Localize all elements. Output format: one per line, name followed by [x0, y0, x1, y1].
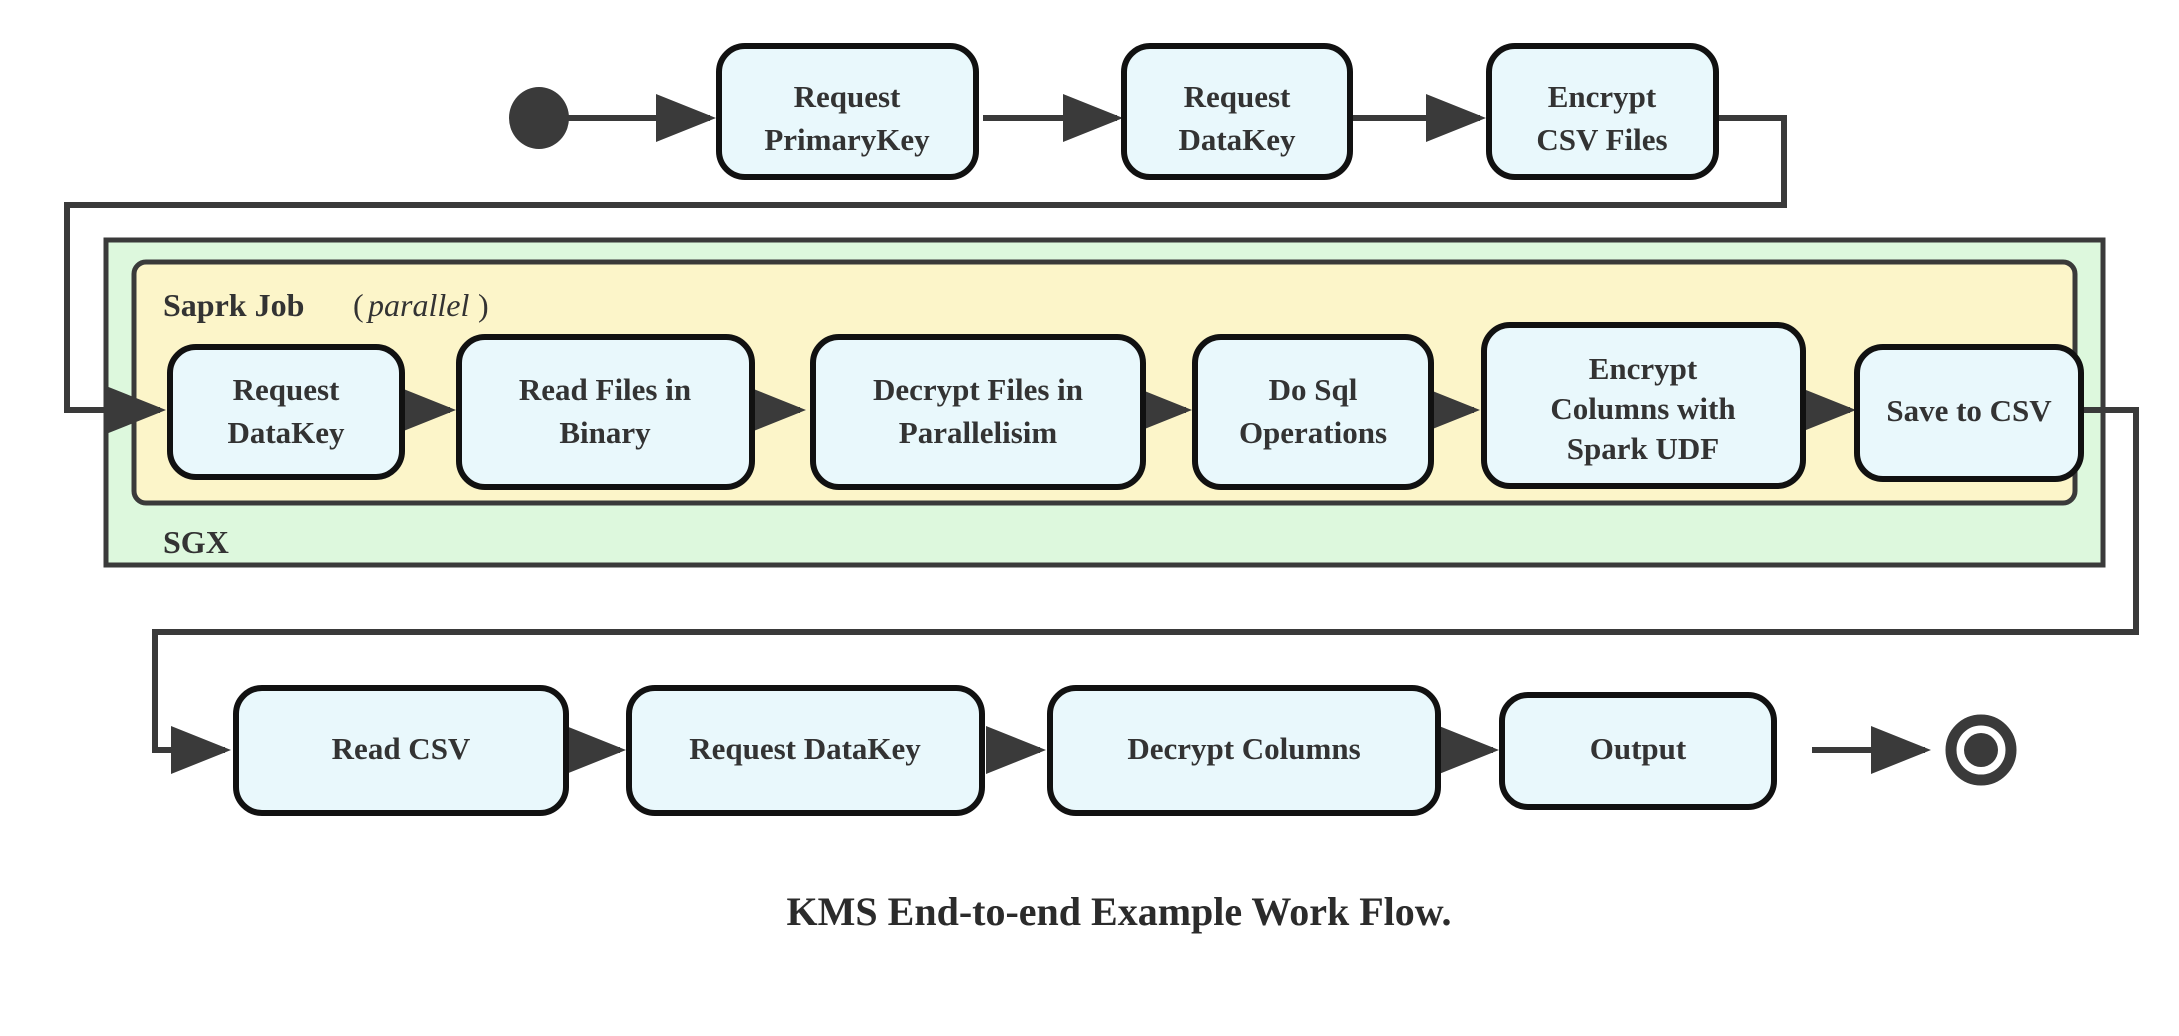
node-read-csv-line-1: Read CSV: [332, 731, 471, 766]
diagram-caption: KMS End-to-end Example Work Flow.: [787, 889, 1452, 934]
node-decrypt-columns-line-1: Decrypt Columns: [1127, 731, 1360, 766]
node-read-csv[interactable]: Read CSV: [233, 685, 569, 816]
node-save-to-csv[interactable]: Save to CSV: [1854, 344, 2084, 482]
node-request-datakey-top[interactable]: Request DataKey: [1121, 43, 1353, 180]
spark-job-modifier: parallel: [366, 287, 469, 323]
start-node: [509, 87, 569, 149]
node-encrypt-columns-line-2: Columns with: [1550, 391, 1735, 426]
node-decrypt-files-line-1: Decrypt Files in: [873, 372, 1083, 407]
node-request-primarykey[interactable]: Request PrimaryKey: [716, 43, 979, 180]
node-output-line-1: Output: [1590, 731, 1687, 766]
node-decrypt-files-in-parallelisim[interactable]: Decrypt Files in Parallelisim: [810, 334, 1146, 490]
node-request-primarykey-line-2: PrimaryKey: [764, 122, 930, 157]
node-request-datakey-spark-shape[interactable]: [167, 344, 405, 480]
node-decrypt-files-in-parallelisim-shape[interactable]: [810, 334, 1146, 490]
edge-encrypt-csv-files-to-spark-request-datakey: [64, 115, 1787, 434]
node-read-csv-shape[interactable]: [233, 685, 569, 816]
node-decrypt-files-line-2: Parallelisim: [899, 415, 1058, 450]
node-do-sql-operations-line-2: Operations: [1239, 415, 1387, 450]
node-read-files-in-binary-line-1: Read Files in: [519, 372, 691, 407]
edge-save-to-csv-to-read-csv: [152, 407, 2139, 774]
node-encrypt-columns-line-1: Encrypt: [1589, 351, 1698, 386]
node-request-primarykey-line-1: Request: [794, 79, 901, 114]
node-do-sql-operations[interactable]: Do Sql Operations: [1192, 334, 1434, 490]
node-encrypt-csv-files-shape[interactable]: [1486, 43, 1719, 180]
node-do-sql-operations-shape[interactable]: [1192, 334, 1434, 490]
node-output[interactable]: Output: [1499, 692, 1777, 810]
node-request-datakey-top-shape[interactable]: [1121, 43, 1353, 180]
node-request-datakey-top-line-1: Request: [1184, 79, 1291, 114]
node-request-datakey-bottom-line-1: Request DataKey: [689, 731, 921, 766]
node-request-primarykey-shape[interactable]: [716, 43, 979, 180]
node-save-to-csv-line-1: Save to CSV: [1886, 393, 2052, 428]
node-do-sql-operations-line-1: Do Sql: [1269, 372, 1358, 407]
end-node: [1964, 733, 1998, 767]
spark-job-label: Saprk Job: [163, 287, 304, 323]
spark-job-modifier-close: ): [478, 287, 489, 323]
node-request-datakey-spark-line-2: DataKey: [227, 415, 345, 450]
node-request-datakey-spark-line-1: Request: [233, 372, 340, 407]
node-request-datakey-top-line-2: DataKey: [1178, 122, 1296, 157]
node-output-shape[interactable]: [1499, 692, 1777, 810]
node-encrypt-columns-line-3: Spark UDF: [1567, 431, 1719, 466]
node-encrypt-csv-files-line-1: Encrypt: [1548, 79, 1657, 114]
sgx-label: SGX: [163, 524, 229, 560]
node-encrypt-columns-shape[interactable]: [1481, 322, 1806, 489]
node-request-datakey-bottom-shape[interactable]: [626, 685, 985, 816]
node-decrypt-columns[interactable]: Decrypt Columns: [1047, 685, 1441, 816]
node-decrypt-columns-shape[interactable]: [1047, 685, 1441, 816]
node-request-datakey-spark[interactable]: Request DataKey: [167, 344, 405, 480]
spark-job-modifier-open: (: [353, 287, 364, 323]
node-request-datakey-bottom[interactable]: Request DataKey: [626, 685, 985, 816]
node-read-files-in-binary-shape[interactable]: [456, 334, 755, 490]
node-encrypt-csv-files-line-2: CSV Files: [1536, 122, 1667, 157]
node-encrypt-csv-files[interactable]: Encrypt CSV Files: [1486, 43, 1719, 180]
end-node-ring: [1945, 714, 2017, 786]
node-encrypt-columns-with-spark-udf[interactable]: Encrypt Columns with Spark UDF: [1481, 322, 1806, 489]
node-save-to-csv-shape[interactable]: [1854, 344, 2084, 482]
node-read-files-in-binary-line-2: Binary: [559, 415, 651, 450]
node-read-files-in-binary[interactable]: Read Files in Binary: [456, 334, 755, 490]
